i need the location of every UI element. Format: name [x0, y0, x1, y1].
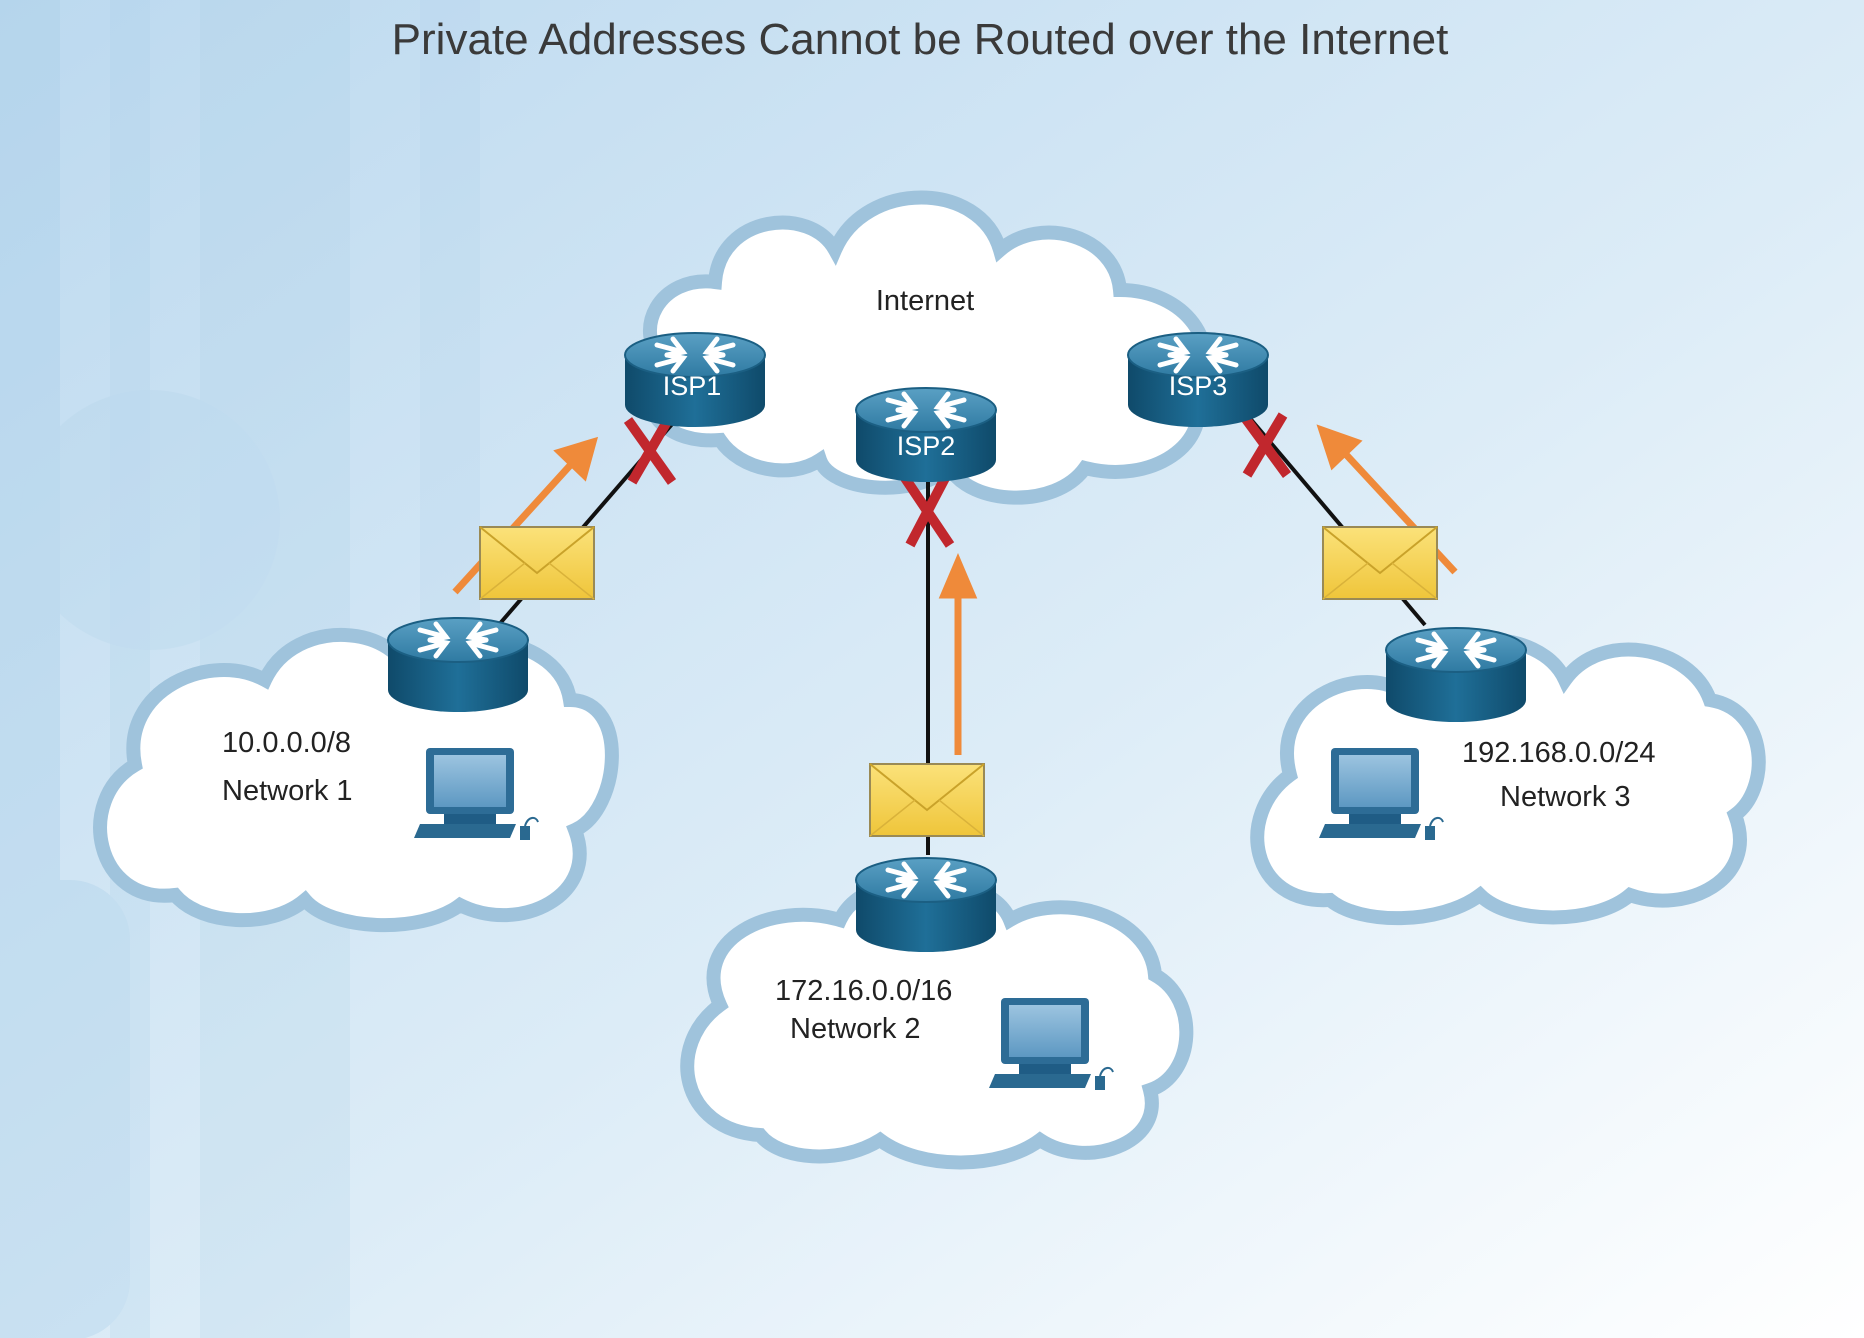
router-icon	[388, 618, 528, 712]
internet-cloud: Internet	[642, 190, 1213, 505]
network1-address: 10.0.0.0/8	[222, 727, 351, 759]
blocked-x-marks	[623, 412, 1292, 548]
network2-name: Network 2	[790, 1013, 921, 1045]
network1-cloud	[93, 628, 619, 933]
blocked-x-icon	[1238, 412, 1292, 478]
network2-cloud	[680, 873, 1194, 1170]
blocked-x-icon	[623, 417, 677, 485]
diagram-title: Private Addresses Cannot be Routed over …	[392, 15, 1449, 64]
isp2-label: ISP2	[897, 431, 956, 461]
envelope-icon	[869, 763, 985, 837]
envelope-icon	[479, 526, 595, 600]
isp3-router: ISP3	[1128, 333, 1268, 427]
isp1-router: ISP1	[625, 333, 765, 427]
arrow-icon	[938, 553, 978, 755]
network2-address: 172.16.0.0/16	[775, 975, 952, 1007]
network3-cloud	[1250, 633, 1766, 926]
isp2-router: ISP2	[856, 388, 996, 482]
network1-name: Network 1	[222, 775, 353, 807]
envelope-icon	[1322, 526, 1438, 600]
router-icon	[856, 858, 996, 952]
isp1-label: ISP1	[663, 371, 722, 401]
router-icon	[1386, 628, 1526, 722]
internet-label: Internet	[876, 285, 974, 317]
network3-address: 192.168.0.0/24	[1462, 737, 1656, 769]
isp3-label: ISP3	[1169, 371, 1228, 401]
network3-name: Network 3	[1500, 781, 1631, 813]
blocked-x-icon	[900, 475, 955, 548]
